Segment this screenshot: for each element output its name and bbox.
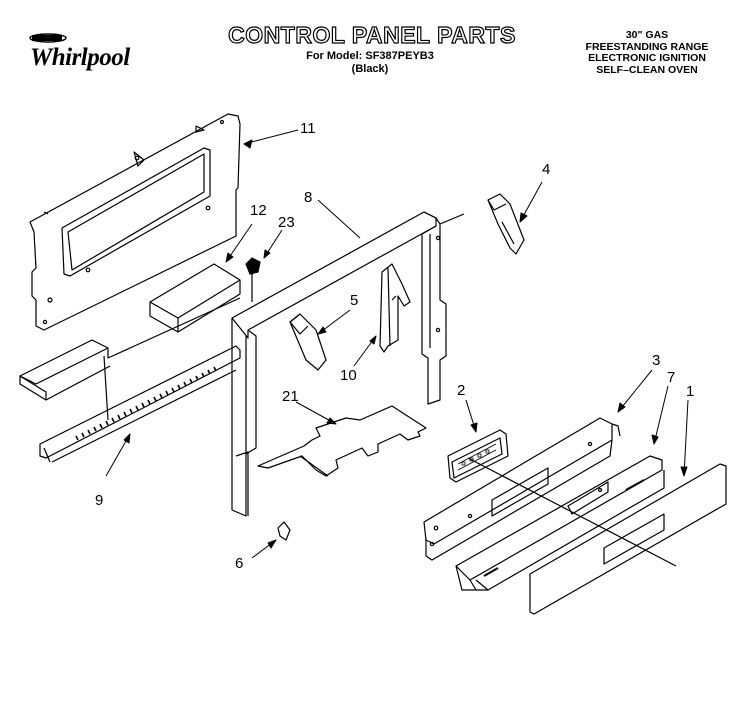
callout-1: 1	[686, 383, 695, 400]
part-1-front-overlay	[529, 463, 727, 615]
callout-11: 11	[300, 120, 316, 137]
part-21-heat-shield	[257, 405, 427, 477]
leader-lines	[105, 129, 689, 559]
part-11-back-panel	[29, 113, 241, 331]
part-7-trim-channel	[455, 455, 665, 591]
callout-10: 10	[340, 367, 357, 384]
part-4-end-cap	[487, 193, 525, 255]
page-title: CONTROL PANEL PARTS	[228, 21, 516, 48]
callout-3: 3	[652, 352, 661, 369]
desc-line-3: ELECTRONIC IGNITION	[588, 52, 706, 64]
callout-2: 2	[457, 382, 466, 399]
desc-line-2: FREESTANDING RANGE	[585, 40, 709, 53]
logo-swoosh-icon	[29, 33, 67, 43]
part-6-clip	[277, 521, 291, 541]
front-trim-channel	[19, 297, 241, 421]
callout-6: 6	[235, 555, 244, 572]
desc-line-1: 30" GAS	[625, 29, 669, 41]
part-12-bracket	[149, 263, 241, 333]
part-10-side-bracket	[379, 263, 411, 353]
callout-9: 9	[95, 492, 104, 509]
part-23-screw	[245, 257, 261, 302]
callout-21: 21	[282, 388, 299, 405]
callout-23: 23	[278, 214, 295, 231]
part-5-bracket	[289, 313, 327, 371]
callout-5: 5	[350, 292, 359, 309]
part-2-electronic-control	[447, 429, 509, 483]
part-9-vent-strip	[39, 345, 241, 463]
whirlpool-logo: Whirlpool	[18, 30, 153, 82]
part-3-control-panel	[423, 417, 677, 567]
product-description: 30" GAS FREESTANDING RANGE ELECTRONIC IG…	[562, 29, 732, 76]
logo-wordmark: Whirlpool	[30, 44, 130, 71]
part-8-frame	[231, 211, 465, 517]
model-line: For Model: SF387PEYB3	[306, 50, 434, 62]
callout-8: 8	[304, 189, 313, 206]
color-line: (Black)	[351, 63, 389, 75]
desc-line-4: SELF–CLEAN OVEN	[596, 63, 698, 76]
callout-7: 7	[667, 369, 676, 386]
callout-12: 12	[250, 202, 267, 219]
model-info: For Model: SF387PEYB3 (Black)	[260, 50, 480, 76]
callout-4: 4	[542, 161, 551, 178]
